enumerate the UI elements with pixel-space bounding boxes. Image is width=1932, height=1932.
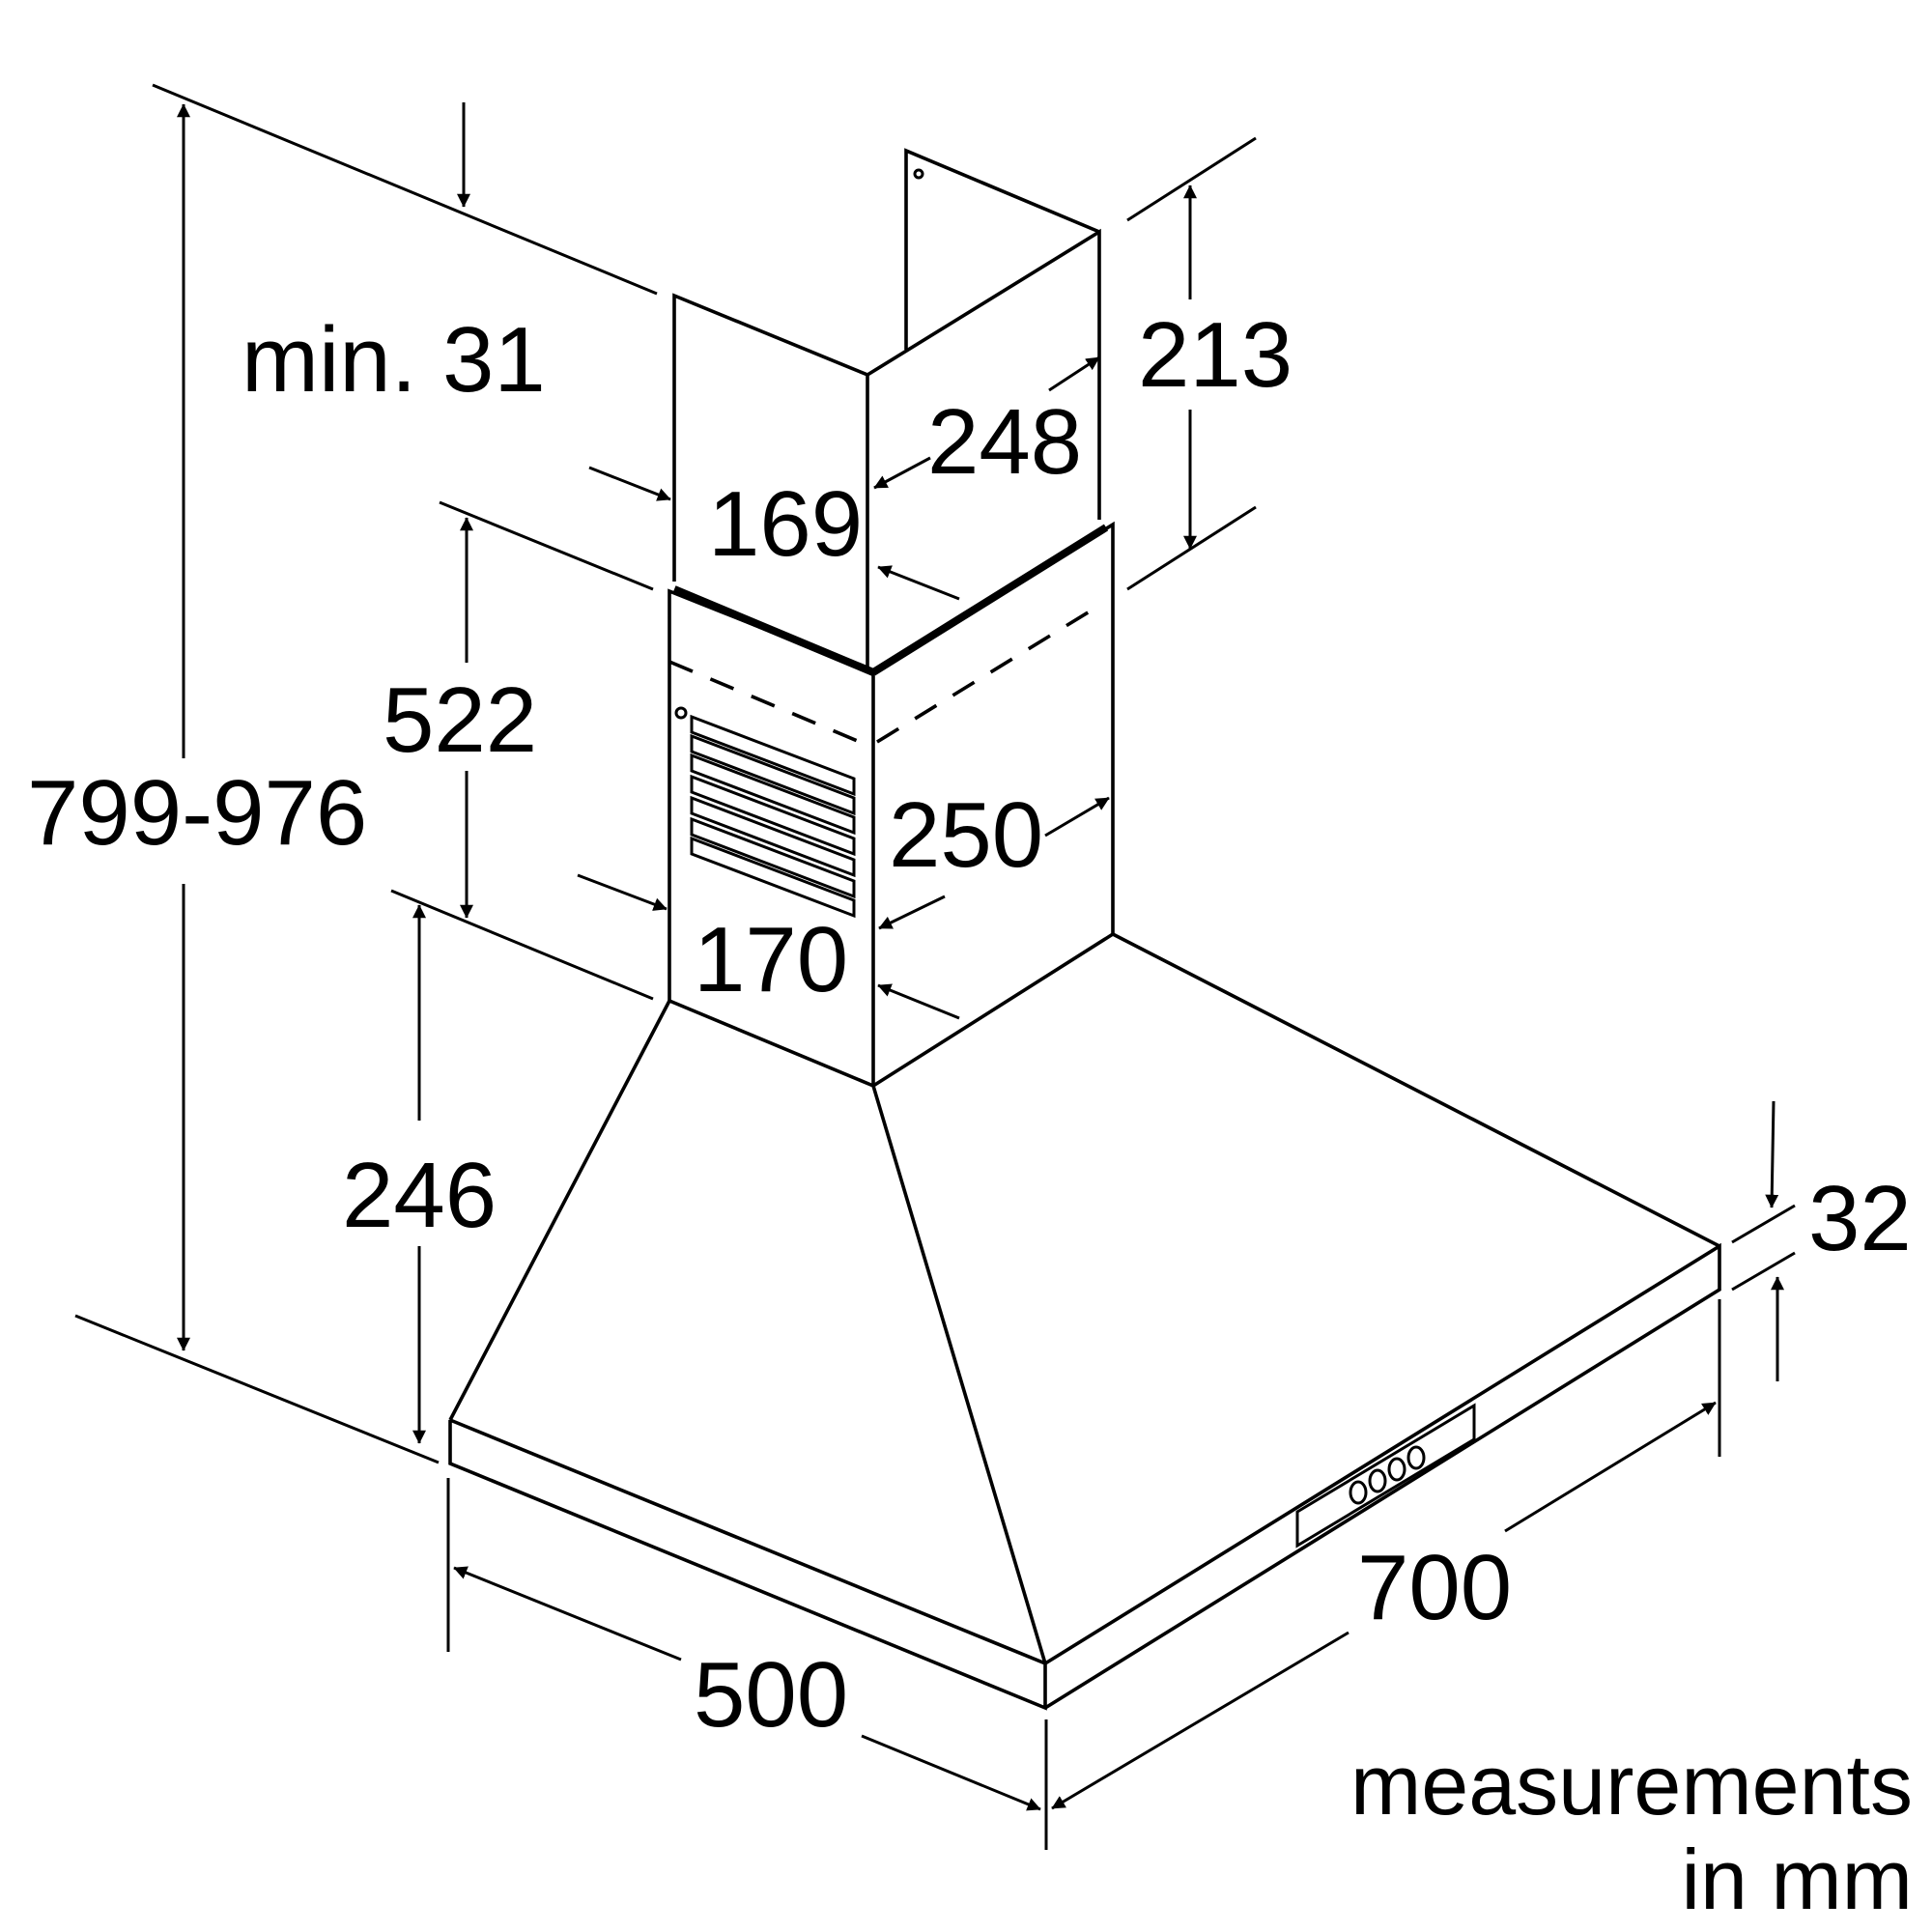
extension-lines	[74, 83, 1796, 1850]
upper-chimney-width-label: 169	[708, 472, 863, 576]
upper-chimney-left-face	[672, 293, 869, 668]
canopy-right-slope	[1112, 932, 1720, 1248]
lower-chimney-depth-label: 250	[889, 783, 1043, 887]
hood-width-label: 700	[1357, 1536, 1512, 1639]
lower-chimney-dashed-left	[668, 660, 861, 744]
upper-chimney-depth-arrow-lower	[873, 456, 931, 490]
units-note-line1: measurements	[1350, 1737, 1913, 1833]
upper-chimney-depth-label: 248	[927, 390, 1082, 494]
lower-chimney-height-label: 522	[383, 668, 537, 772]
chimney-joint-left	[672, 585, 875, 676]
dimension-labels: 799-976 min. 31 522 246 213 248 169 250 …	[27, 303, 1912, 1747]
canopy-front-edge-ridge	[871, 1085, 1047, 1664]
lower-chimney-depth-arrow-lower	[878, 895, 946, 930]
control-knob-4	[1406, 1445, 1426, 1470]
hood-outline	[448, 148, 1721, 1711]
hood-depth-arrow-left	[453, 1566, 682, 1662]
dimension-arrows	[177, 102, 1784, 1811]
edge-thickness-arrow-down	[1765, 1100, 1779, 1208]
upper-chimney-back-panel	[904, 148, 1100, 350]
lower-chimney-screw-hole	[674, 706, 688, 720]
hood-depth-arrow-right	[861, 1734, 1041, 1811]
control-knob-1	[1349, 1480, 1368, 1505]
lower-chimney-depth-arrow-upper	[1044, 796, 1110, 838]
edge-thickness-label: 32	[1808, 1167, 1912, 1270]
hood-depth-label: 500	[694, 1643, 848, 1747]
upper-chimney-depth-arrow-upper	[1048, 355, 1100, 392]
total-height-label: 799-976	[27, 761, 367, 865]
control-knob-2	[1368, 1468, 1387, 1493]
upper-chimney-width-arrow-left	[588, 466, 671, 501]
min-gap-label: min. 31	[242, 308, 546, 412]
control-knob-3	[1387, 1457, 1406, 1482]
lower-chimney-dashed-right	[876, 605, 1098, 744]
lower-chimney-width-label: 170	[694, 908, 848, 1011]
lower-chimney-width-arrow-left	[577, 873, 668, 911]
control-panel	[1295, 1403, 1476, 1548]
hood-width-arrow-lower	[1051, 1631, 1350, 1810]
units-note-line2: in mm	[1681, 1832, 1913, 1927]
canopy-height-label: 246	[342, 1144, 497, 1247]
upper-chimney-screw-hole	[913, 168, 924, 180]
ventilation-slots	[690, 714, 856, 919]
canopy-left-slope	[448, 1000, 671, 1421]
units-note: measurements in mm	[1350, 1737, 1913, 1927]
upper-chimney-height-label: 213	[1138, 303, 1293, 407]
hood-width-arrow-upper	[1504, 1401, 1717, 1533]
lower-chimney-width-arrow-right	[877, 983, 960, 1020]
chimney-joint-right	[870, 524, 1109, 676]
hood-rim-right	[1044, 1242, 1721, 1710]
upper-chimney-width-arrow-right	[877, 565, 960, 601]
